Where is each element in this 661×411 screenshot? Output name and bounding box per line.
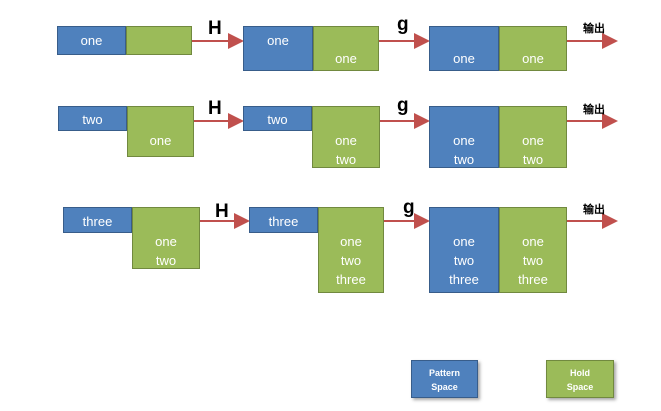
row2-g-pattern-space: one two bbox=[429, 106, 499, 168]
row3-start-pattern-line1: three bbox=[82, 214, 113, 229]
row1-h-label: H bbox=[208, 18, 222, 39]
row1-start-pattern-line1: one bbox=[80, 33, 103, 48]
row2-h-pattern-space: two bbox=[243, 106, 312, 131]
row2-start-pattern-line1: two bbox=[82, 112, 103, 127]
row2-g-hold-space: one two bbox=[499, 106, 567, 168]
row1-g-pattern-space: one bbox=[429, 26, 499, 71]
row2-g-hold-line2: two bbox=[522, 152, 544, 167]
row2-h-hold-line2: two bbox=[335, 152, 357, 167]
row3-g-pattern-line1: one bbox=[453, 234, 475, 249]
row3-h-hold-space: one two three bbox=[318, 207, 384, 293]
row1-g-hold-line1: one bbox=[522, 51, 544, 66]
legend-hold-line2: Space bbox=[566, 382, 594, 392]
row2-start-hold-line1: one bbox=[149, 133, 172, 148]
row3-start-hold-line2: two bbox=[155, 253, 177, 268]
row2-g-pattern-line1: one bbox=[453, 133, 475, 148]
row2-g-label: g bbox=[397, 95, 409, 116]
row2-h-pattern-line1: two bbox=[267, 112, 288, 127]
row2-g-pattern-line2: two bbox=[453, 152, 475, 167]
row2-start-hold-space: one bbox=[127, 106, 194, 157]
row3-h-pattern-space: three bbox=[249, 207, 318, 233]
row1-h-hold-line1: one bbox=[335, 51, 357, 66]
row3-h-hold-line2: two bbox=[340, 253, 362, 268]
legend-pattern-space: Pattern Space bbox=[411, 360, 478, 398]
row1-output-label: 输出 bbox=[583, 23, 605, 35]
row3-h-hold-line3: three bbox=[336, 272, 366, 287]
row3-g-pattern-line2: two bbox=[453, 253, 475, 268]
row3-h-hold-line1: one bbox=[340, 234, 362, 249]
legend-hold-space: Hold Space bbox=[546, 360, 614, 398]
row1-h-pattern-space: one bbox=[243, 26, 313, 71]
legend-pattern-line1: Pattern bbox=[428, 368, 460, 378]
row1-h-hold-space: one bbox=[313, 26, 379, 71]
row1-start-pattern-space: one bbox=[57, 26, 126, 55]
row3-g-hold-line1: one bbox=[522, 234, 544, 249]
row1-g-pattern-line1: one bbox=[453, 51, 475, 66]
row3-g-hold-space: one two three bbox=[499, 207, 567, 293]
legend-hold-line1: Hold bbox=[570, 368, 590, 378]
row3-h-label: H bbox=[215, 201, 229, 222]
row3-start-pattern-space: three bbox=[63, 207, 132, 233]
row2-h-hold-line1: one bbox=[335, 133, 357, 148]
row2-h-label: H bbox=[208, 98, 222, 119]
row2-start-pattern-space: two bbox=[58, 106, 127, 131]
row1-start-hold-space bbox=[126, 26, 192, 55]
row2-output-label: 输出 bbox=[583, 104, 605, 116]
row3-g-pattern-line3: three bbox=[449, 272, 479, 287]
row3-g-hold-line3: three bbox=[518, 272, 548, 287]
row1-g-hold-space: one bbox=[499, 26, 567, 71]
row3-g-hold-line2: two bbox=[522, 253, 544, 268]
row1-h-pattern-line1: one bbox=[267, 33, 289, 48]
legend-pattern-line2: Space bbox=[431, 382, 458, 392]
row3-start-hold-space: one two bbox=[132, 207, 200, 269]
row3-start-hold-line1: one bbox=[155, 234, 177, 249]
row3-h-pattern-line1: three bbox=[268, 214, 299, 229]
row1-g-label: g bbox=[397, 14, 409, 35]
row2-h-hold-space: one two bbox=[312, 106, 380, 168]
row2-g-hold-line1: one bbox=[522, 133, 544, 148]
row3-g-pattern-space: one two three bbox=[429, 207, 499, 293]
row3-g-label: g bbox=[403, 197, 415, 218]
row3-output-label: 输出 bbox=[583, 204, 605, 216]
